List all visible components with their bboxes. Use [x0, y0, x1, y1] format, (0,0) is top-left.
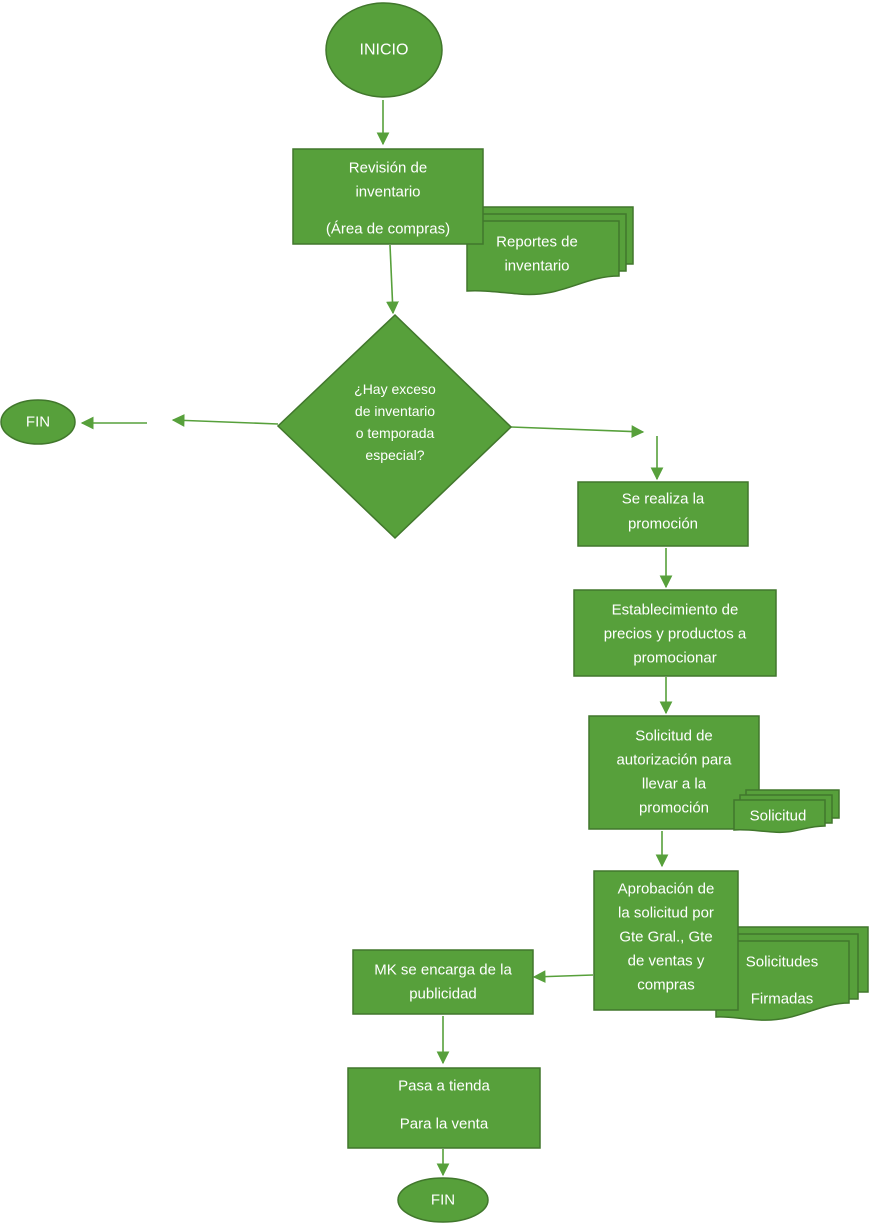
- mk-label-line1: MK se encarga de la: [374, 962, 512, 979]
- end-bottom-label: FIN: [431, 1192, 455, 1209]
- pasa-tienda-line2: Para la venta: [400, 1116, 489, 1133]
- solicitud-doc-label: Solicitud: [750, 808, 807, 825]
- decision-node: ¿Hay exceso de inventario o temporada es…: [276, 313, 513, 540]
- aprobacion-label-line3: Gte Gral., Gte: [619, 929, 712, 946]
- decision-label-line4: especial?: [365, 447, 424, 463]
- revision-label-line3: (Área de compras): [326, 221, 450, 238]
- establecimiento-label-line3: promocionar: [633, 650, 716, 667]
- start-node: INICIO: [325, 2, 443, 98]
- aprobacion-label-line5: compras: [637, 977, 695, 994]
- mk-process: MK se encarga de la publicidad: [352, 949, 534, 1015]
- reportes-label-line2: inventario: [504, 258, 569, 275]
- solicitudes-firmadas-stack: Solicitudes Firmadas: [715, 926, 869, 1021]
- start-label: INICIO: [360, 42, 409, 59]
- mk-label-line2: publicidad: [409, 986, 477, 1003]
- establecimiento-label-line2: precios y productos a: [604, 626, 747, 643]
- decision-label-line2: de inventario: [355, 403, 435, 419]
- decision-label-line3: o temporada: [356, 425, 435, 441]
- revision-label-line2: inventario: [355, 184, 420, 201]
- solicitud-aut-label-line3: llevar a la: [642, 776, 707, 793]
- end-left-label: FIN: [26, 414, 50, 431]
- solicitud-aut-label-line2: autorización para: [616, 752, 732, 769]
- pasa-tienda-process: Pasa a tienda Para la venta: [347, 1067, 541, 1149]
- establecimiento-process: Establecimiento de precios y productos a…: [573, 589, 777, 677]
- revision-process: Revisión de inventario (Área de compras): [292, 148, 484, 245]
- aprobacion-label-line1: Aprobación de: [618, 881, 715, 898]
- end-node-left: FIN: [0, 399, 76, 445]
- solicitudes-firmadas-line2: Firmadas: [751, 991, 814, 1008]
- reportes-document-stack: Reportes de inventario: [466, 206, 634, 296]
- promocion-process: Se realiza la promoción: [577, 481, 749, 547]
- solicitud-aut-label-line1: Solicitud de: [635, 728, 713, 745]
- solicitud-autorizacion-process: Solicitud de autorización para llevar a …: [588, 715, 760, 830]
- pasa-tienda-line1: Pasa a tienda: [398, 1078, 490, 1095]
- end-node-bottom: FIN: [397, 1177, 489, 1223]
- promocion-label-line2: promoción: [628, 516, 698, 533]
- reportes-label-line1: Reportes de: [496, 234, 578, 251]
- decision-label-line1: ¿Hay exceso: [354, 381, 436, 397]
- solicitud-aut-label-line4: promoción: [639, 800, 709, 817]
- solicitud-document-stack: Solicitud: [733, 789, 840, 834]
- aprobacion-label-line4: de ventas y: [628, 953, 705, 970]
- establecimiento-label-line1: Establecimiento de: [612, 602, 739, 619]
- solicitudes-firmadas-line1: Solicitudes: [746, 954, 819, 971]
- aprobacion-label-line2: la solicitud por: [618, 905, 714, 922]
- arrow-aprobacion-to-mk: [532, 970, 594, 984]
- promocion-label-line1: Se realiza la: [622, 491, 705, 508]
- connectors: [80, 100, 673, 1177]
- arrow-decision-left: [171, 414, 279, 427]
- arrow-revision-to-decision: [386, 244, 399, 315]
- arrow-decision-right: [510, 425, 645, 438]
- revision-label-line1: Revisión de: [349, 160, 427, 177]
- aprobacion-process: Aprobación de la solicitud por Gte Gral.…: [593, 870, 739, 1011]
